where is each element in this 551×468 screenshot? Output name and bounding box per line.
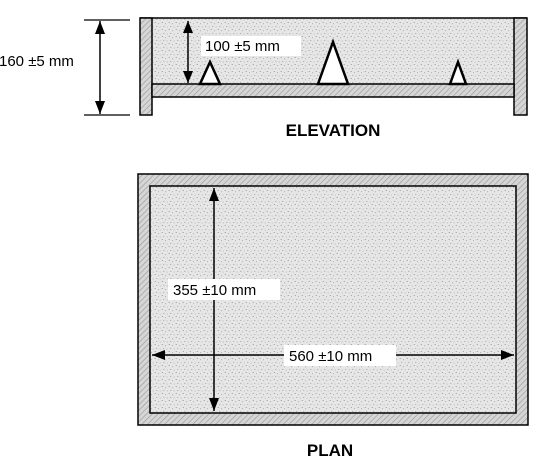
arrowhead-down-icon xyxy=(95,101,105,114)
elevation-fill-depth-dimension xyxy=(183,21,193,83)
elevation-spike-small-right xyxy=(448,58,468,86)
arrowhead-up-icon xyxy=(183,21,193,33)
elevation-fill-depth-label: 100 ±5 mm xyxy=(205,38,280,55)
elevation-left-wall xyxy=(139,17,153,116)
elevation-overall-height-dimension xyxy=(84,19,130,116)
arrowhead-right-icon xyxy=(501,350,514,360)
arrowhead-down-icon xyxy=(183,71,193,83)
elevation-title: ELEVATION xyxy=(286,121,381,140)
arrowhead-up-icon xyxy=(95,21,105,34)
elevation-spike-small-left xyxy=(198,58,222,86)
plan-title: PLAN xyxy=(307,441,353,460)
plan-length-label: 560 ±10 mm xyxy=(289,348,372,365)
plan-width-label-bg xyxy=(168,279,280,300)
arrowhead-down-icon xyxy=(209,398,219,411)
elevation-base-plate xyxy=(151,83,515,98)
elevation-overall-height-label: 160 ±5 mm xyxy=(0,53,74,70)
elevation-right-wall xyxy=(513,17,528,116)
plan-length-label-bg xyxy=(284,345,396,366)
arrowhead-left-icon xyxy=(152,350,165,360)
arrowhead-up-icon xyxy=(209,188,219,201)
elevation-fill-depth-label-bg xyxy=(201,36,301,56)
elevation-view: 160 ±5 mm 100 ±5 mm ELEVATION xyxy=(0,17,528,140)
elevation-spike-large xyxy=(316,38,350,86)
plan-width-label: 355 ±10 mm xyxy=(173,282,256,299)
plan-view: 355 ±10 mm 560 ±10 mm PLAN xyxy=(137,173,529,460)
